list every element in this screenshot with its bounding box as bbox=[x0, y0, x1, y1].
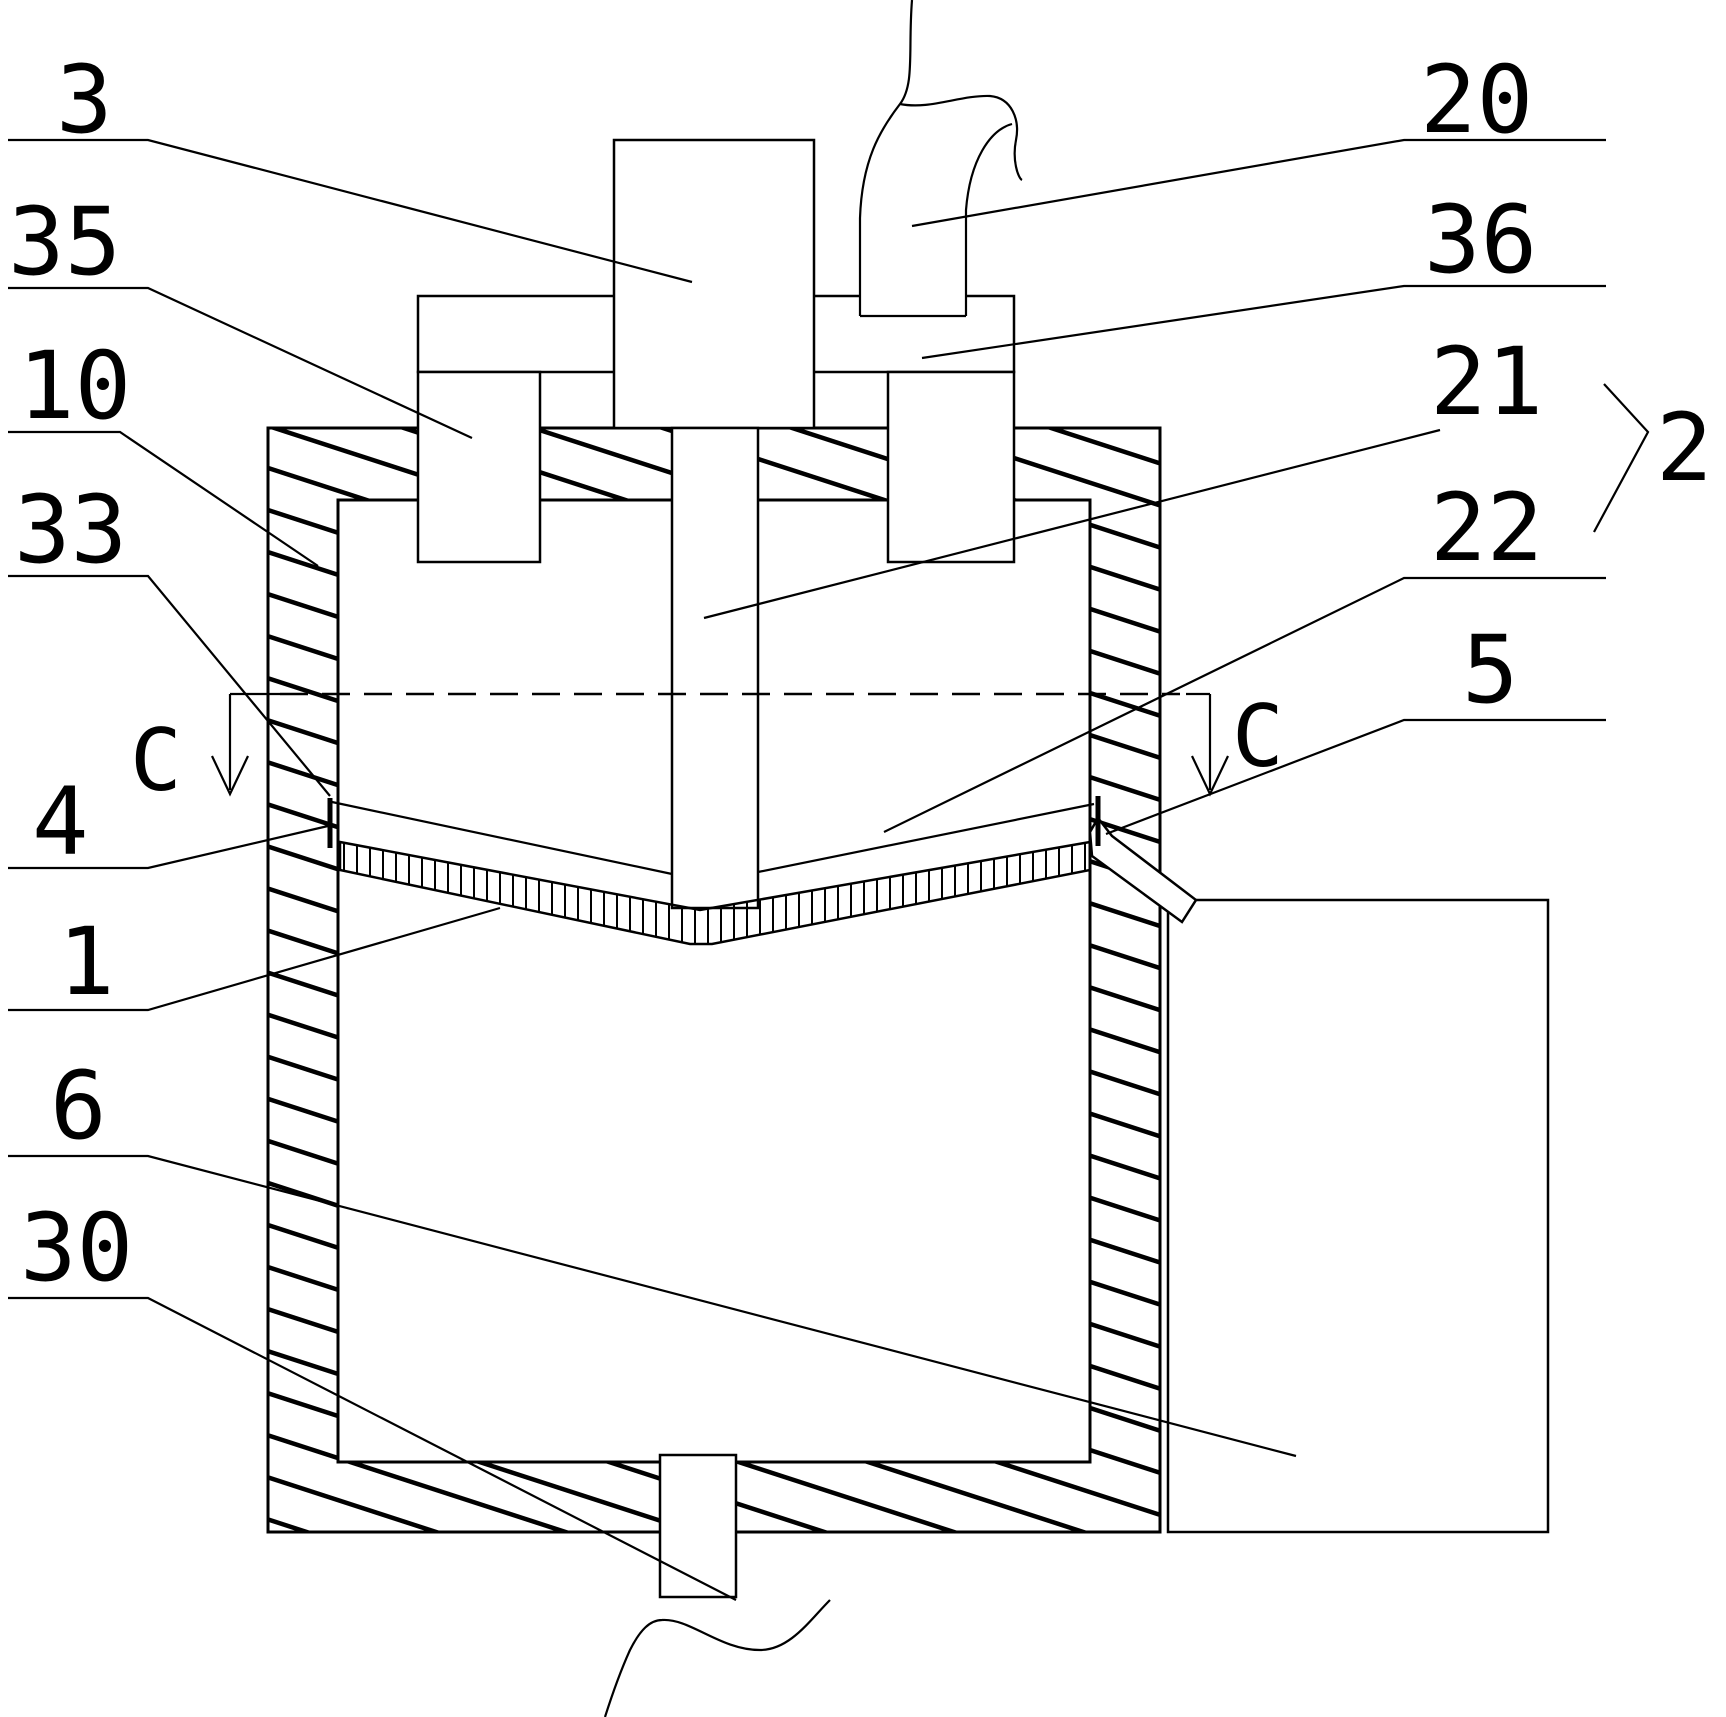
label-6: 6 bbox=[50, 1052, 107, 1161]
leader-4 bbox=[8, 824, 329, 870]
label-5: 5 bbox=[1462, 616, 1519, 725]
leader-3 bbox=[8, 138, 693, 284]
label-20: 20 bbox=[1420, 46, 1533, 155]
left-support bbox=[416, 370, 542, 564]
outlet-pipe bbox=[658, 1453, 738, 1599]
leader-1 bbox=[8, 906, 501, 1012]
label-4: 4 bbox=[32, 768, 89, 877]
section-mark-left: C bbox=[130, 711, 182, 811]
leader-21 bbox=[703, 428, 1441, 620]
motor-block bbox=[612, 138, 816, 430]
right-support bbox=[886, 370, 1016, 564]
inner-plate bbox=[331, 800, 1095, 876]
section-arrow-left bbox=[211, 692, 280, 797]
leader-10 bbox=[8, 430, 319, 567]
leader-30 bbox=[8, 1296, 737, 1601]
label-10: 10 bbox=[18, 332, 131, 441]
label-36: 36 bbox=[1424, 186, 1537, 295]
outlet-pipe-break bbox=[603, 1599, 831, 1717]
label-1: 1 bbox=[58, 908, 115, 1017]
side-tank bbox=[1166, 898, 1550, 1534]
overflow-pipe bbox=[1088, 815, 1198, 924]
section-mark-right: C bbox=[1232, 687, 1284, 787]
leader-5 bbox=[1105, 718, 1606, 836]
inlet-pipe bbox=[860, 107, 1015, 317]
brace-2 bbox=[1593, 383, 1650, 533]
label-35: 35 bbox=[8, 188, 121, 297]
label-3: 3 bbox=[56, 46, 113, 155]
label-2: 2 bbox=[1656, 394, 1713, 503]
housing-wall bbox=[266, 426, 1162, 1534]
leader-20 bbox=[911, 138, 1606, 228]
label-33: 33 bbox=[14, 476, 127, 585]
label-21: 21 bbox=[1430, 328, 1543, 437]
central-shaft bbox=[670, 426, 760, 910]
leader-33 bbox=[8, 574, 331, 797]
label-22: 22 bbox=[1430, 474, 1543, 583]
leader-6 bbox=[8, 1154, 1297, 1458]
leader-36 bbox=[921, 284, 1606, 360]
section-arrow-right bbox=[1186, 692, 1229, 797]
leader-22 bbox=[883, 576, 1606, 833]
leaders-left bbox=[8, 138, 1297, 1601]
leader-35 bbox=[8, 286, 473, 439]
leaders-right bbox=[703, 138, 1650, 836]
inlet-pipe-outline bbox=[858, 0, 1023, 318]
label-30: 30 bbox=[20, 1194, 133, 1303]
filter-mesh bbox=[338, 840, 1092, 946]
